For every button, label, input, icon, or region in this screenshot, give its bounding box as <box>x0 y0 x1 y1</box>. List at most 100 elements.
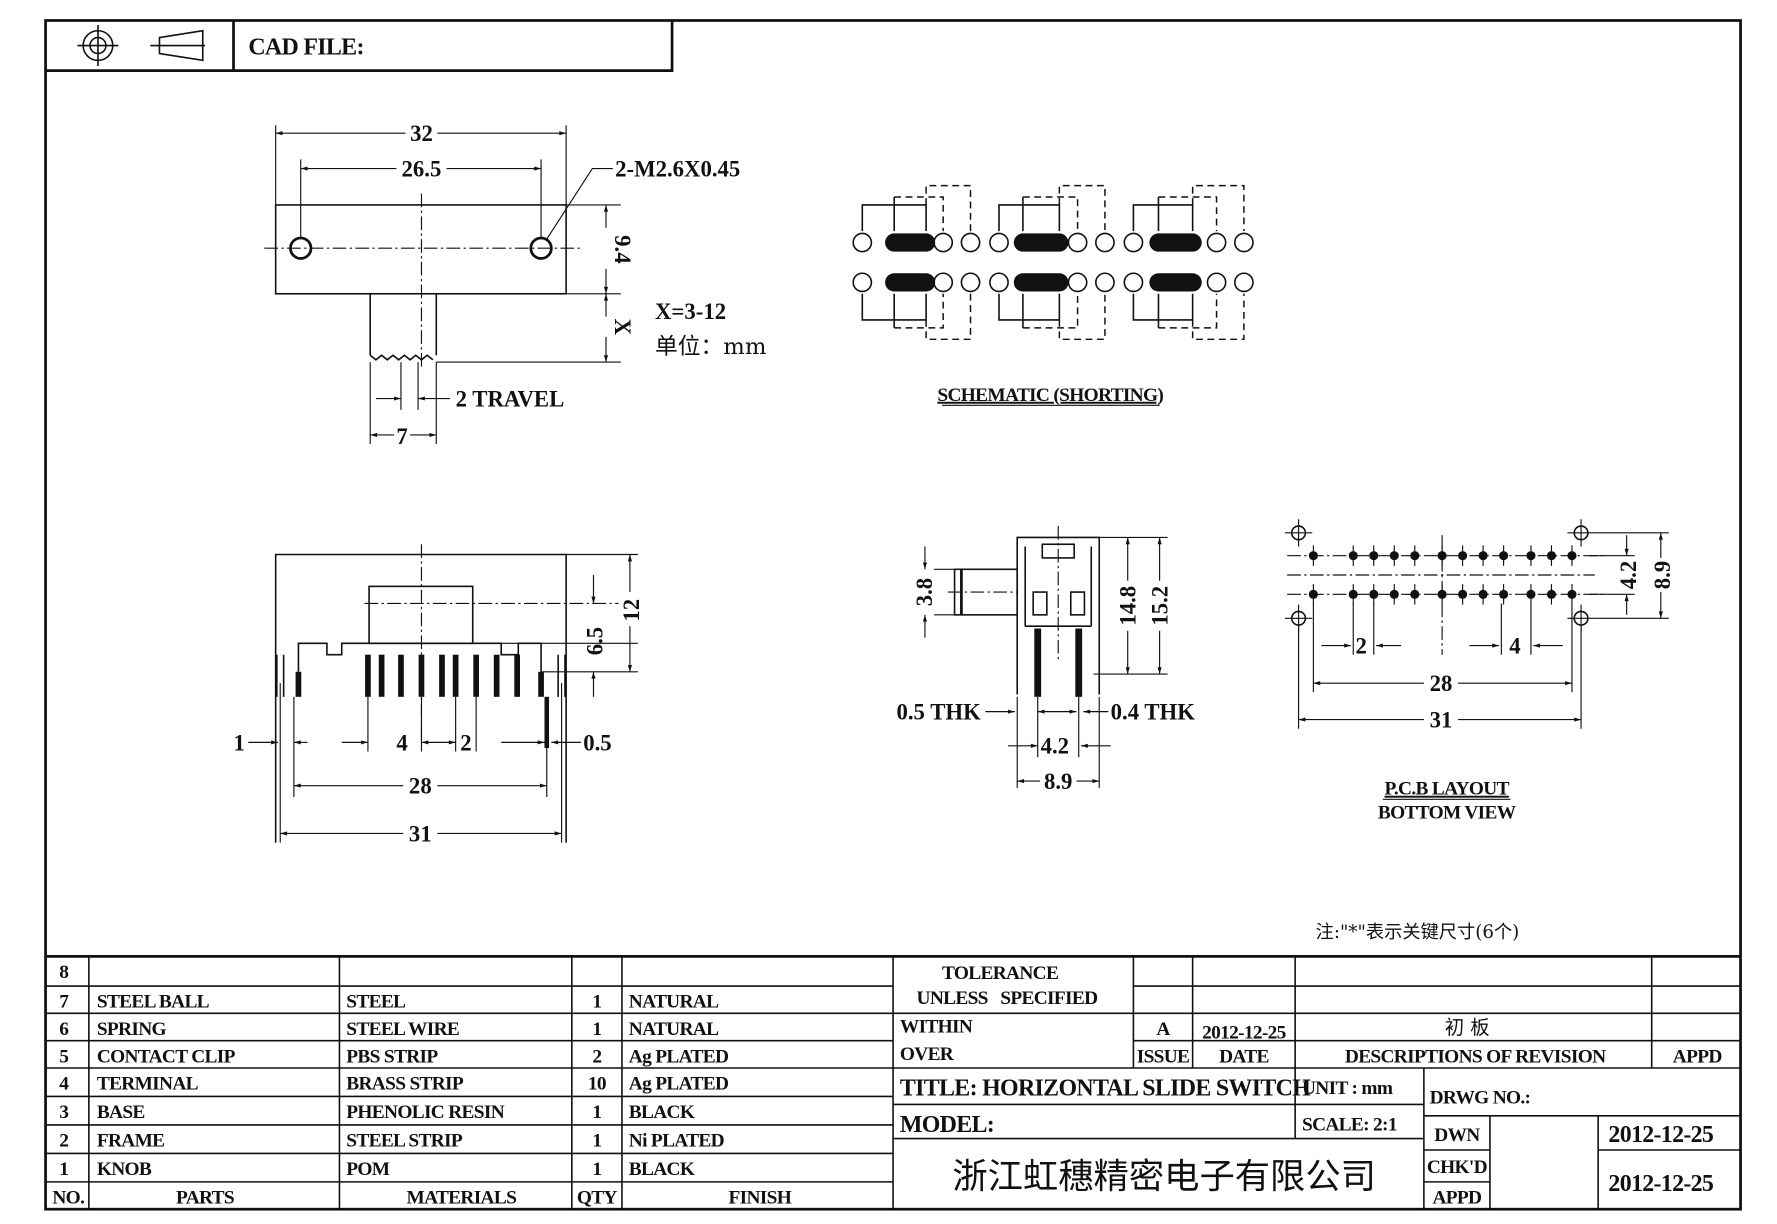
shorting-contact <box>1149 273 1202 292</box>
bom-row: 8 <box>59 962 70 983</box>
travel-label: 2 TRAVEL <box>456 386 565 411</box>
dim-8-9: 8.9 <box>1044 769 1072 794</box>
unless-specified-label: UNLESS SPECIFIED <box>917 988 1099 1009</box>
bom-header-qty: QTY <box>577 1188 618 1209</box>
terminal-circle <box>1067 272 1088 293</box>
bom-cell-no: 4 <box>59 1074 69 1095</box>
terminal-pin <box>365 654 371 697</box>
shorting-contact <box>1149 233 1202 252</box>
dim-4: 4 <box>396 730 407 755</box>
terminal-circle <box>1206 232 1227 253</box>
pcb-layout-label: P.C.B LAYOUT <box>1384 779 1509 800</box>
frame-leg <box>276 654 285 697</box>
pcb-dim-4: 4 <box>1509 634 1520 659</box>
bom-cell-material: POM <box>346 1159 390 1180</box>
bom-cell-material: PBS STRIP <box>346 1046 438 1067</box>
dashed-connection-line <box>1022 184 1106 232</box>
top-view: 32 26.5 2-M2.6X0.45 9.4 X X=3-12 单位：mm 2… <box>264 120 767 449</box>
pcb-dim-4-2: 4.2 <box>1616 561 1641 589</box>
terminal-circle <box>1123 232 1144 253</box>
terminal-pin <box>473 654 479 697</box>
terminal-pin <box>493 654 500 697</box>
bom-header-finish: FINISH <box>728 1188 791 1209</box>
solid-connection-line <box>861 293 927 328</box>
dim-12: 12 <box>619 599 644 622</box>
front-view: 12 6.5 1 4 2 0.5 28 31 <box>234 544 644 846</box>
solid-connection-line <box>998 196 1061 232</box>
mounting-hole-crosshair <box>1567 604 1595 632</box>
schematic-switch-section <box>989 184 1115 341</box>
bom-cell-finish: Ag PLATED <box>629 1046 729 1067</box>
dwn-date: 2012-12-25 <box>1608 1122 1713 1148</box>
pcb-dim-31: 31 <box>1430 708 1453 733</box>
schematic-switch-section <box>1123 184 1254 341</box>
dim-0-5: 0.5 <box>583 730 611 755</box>
dwn-label: DWN <box>1434 1125 1480 1146</box>
x-range: X=3-12 <box>655 299 726 324</box>
date-label: DATE <box>1219 1046 1269 1067</box>
bom-cell-part: BASE <box>97 1102 145 1123</box>
projection-cone-icon <box>150 29 206 62</box>
terminal-circle <box>1233 272 1254 293</box>
solid-connection-line <box>998 293 1061 328</box>
pcb-dim-8-9: 8.9 <box>1650 561 1675 589</box>
terminal-pin <box>452 654 459 697</box>
bom-cell-qty: 1 <box>592 1159 601 1180</box>
pcb-bottom-view-label: BOTTOM VIEW <box>1378 803 1517 824</box>
dim-28: 28 <box>409 774 432 799</box>
terminal-circle <box>1095 232 1115 253</box>
shorting-contact <box>885 233 936 252</box>
dim-9-4: 9.4 <box>610 235 635 263</box>
bom-cell-part: TERMINAL <box>97 1074 199 1095</box>
terminal-circle <box>1067 232 1088 253</box>
issue-label: ISSUE <box>1137 1046 1190 1067</box>
descriptions-of-revision-label: DESCRIPTIONS OF REVISION <box>1345 1046 1606 1067</box>
dim-2: 2 <box>460 730 471 755</box>
dim-3-8: 3.8 <box>912 578 937 606</box>
shorting-contact <box>1013 273 1069 292</box>
schematic-diagram <box>852 184 1254 341</box>
terminal-circle <box>960 232 981 253</box>
bom-cell-finish: BLACK <box>629 1159 695 1180</box>
dashed-connection-line <box>1158 293 1245 341</box>
bom-cell-part: STEEL BALL <box>97 992 210 1013</box>
bom-cell-no: 3 <box>59 1102 69 1123</box>
bom-cell-qty: 1 <box>592 1131 601 1152</box>
terminal-pin <box>439 654 445 697</box>
dim-6-5: 6.5 <box>583 627 608 655</box>
shorting-contact <box>1013 233 1069 252</box>
pcb-dim-2: 2 <box>1356 634 1367 659</box>
solid-connection-line <box>1132 293 1194 328</box>
title-block: TOLERANCE UNLESS SPECIFIED WITHIN OVER A… <box>893 956 1741 1210</box>
terminal-circle <box>933 272 954 293</box>
terminal-circle <box>852 272 873 293</box>
chkd-appd-date: 2012-12-25 <box>1608 1171 1713 1197</box>
model-label: MODEL: <box>900 1112 994 1138</box>
terminal-circle <box>1233 232 1254 253</box>
bom-cell-no: 5 <box>59 1046 68 1067</box>
bom-cell-finish: Ag PLATED <box>629 1074 729 1095</box>
terminal-circle <box>1095 272 1115 293</box>
terminal-circle <box>933 232 954 253</box>
unit-note: 单位：mm <box>655 334 767 360</box>
pcb-dim-28: 28 <box>1430 671 1453 696</box>
terminal-pin <box>544 696 550 749</box>
bom-cell-no: 2 <box>59 1131 68 1152</box>
solid-connection-line <box>861 196 927 232</box>
bom-cell-qty: 1 <box>592 992 601 1013</box>
thickness-0-5-label: 0.5 THK <box>896 700 981 725</box>
bom-cell-finish: Ni PLATED <box>629 1131 725 1152</box>
dashed-connection-line <box>894 293 972 341</box>
dim-31: 31 <box>409 821 432 846</box>
thread-callout: 2-M2.6X0.45 <box>615 156 740 181</box>
dashed-connection-line <box>1022 293 1106 341</box>
dim-7: 7 <box>396 424 407 449</box>
